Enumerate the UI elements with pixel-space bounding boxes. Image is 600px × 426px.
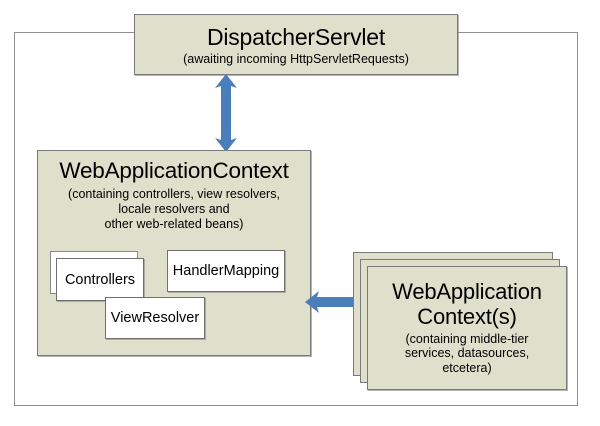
root-context-subtitle: (containing middle-tier services, dataso…	[405, 332, 529, 376]
handler-mapping-label: HandlerMapping	[172, 263, 280, 279]
root-web-application-context-box[interactable]: WebApplication Context(s) (containing mi…	[367, 266, 567, 390]
web-application-context-subtitle-line-1: (containing controllers, view resolvers,	[68, 187, 280, 202]
view-resolver-label: ViewResolver	[110, 310, 200, 326]
web-application-context-subtitle-line-3: other web-related beans)	[104, 216, 244, 231]
controllers-label: Controllers	[64, 271, 136, 288]
root-context-subtitle-line-2: services, datasources,	[404, 346, 530, 361]
root-context-subtitle-line-1: (containing middle-tier	[405, 331, 529, 346]
root-context-title: WebApplication Context(s)	[392, 279, 542, 329]
root-context-title-line-1: WebApplication	[392, 279, 542, 305]
view-resolver-box[interactable]: ViewResolver	[105, 297, 205, 339]
web-application-context-title: WebApplicationContext	[59, 158, 289, 183]
dispatcher-servlet-subtitle: (awaiting incoming HttpServletRequests)	[183, 51, 409, 66]
root-context-subtitle-line-3: etcetera)	[442, 361, 492, 375]
controllers-box[interactable]: Controllers	[56, 258, 144, 301]
handler-mapping-box[interactable]: HandlerMapping	[167, 250, 285, 292]
web-application-context-subtitle: (containing controllers, view resolvers,…	[68, 187, 280, 231]
root-context-title-line-2: Context(s)	[417, 303, 517, 329]
connector-dispatcher-to-web-context-arrow	[208, 74, 244, 152]
dispatcher-servlet-title: DispatcherServlet	[206, 23, 386, 50]
dispatcher-servlet-box[interactable]: DispatcherServlet (awaiting incoming Htt…	[134, 14, 458, 75]
web-application-context-subtitle-line-2: locale resolvers and	[118, 201, 230, 216]
